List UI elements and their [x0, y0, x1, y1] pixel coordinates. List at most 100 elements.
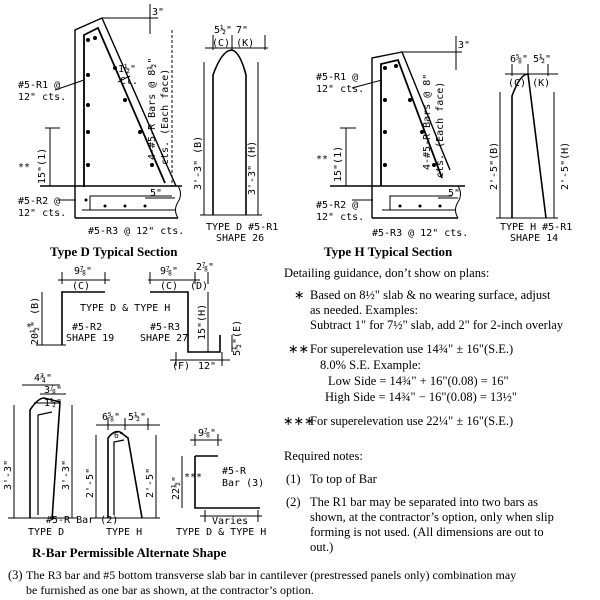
- shape26-k-dim: 7": [236, 25, 248, 36]
- alt-bar3-type-label: TYPE D & TYPE H: [176, 527, 266, 538]
- type-d-h-label: TYPE D & TYPE H: [80, 303, 170, 314]
- alt-type-d-drawing: [8, 384, 78, 521]
- req1-text: To top of Bar: [310, 472, 377, 486]
- req2-line2: shown, at the contractor’s option, only …: [310, 510, 554, 524]
- type-h-star-mark: **: [316, 154, 328, 165]
- caption-alt-shape: R-Bar Permissible Alternate Shape: [32, 545, 227, 560]
- note3-line1: For superelevation use 22¼" ± 16"(S.E.): [310, 414, 514, 428]
- shape19-title-1: #5-R2: [72, 322, 102, 333]
- shape19-b-dim: 20½" (B): [29, 297, 41, 345]
- shape27-f-label: (F): [172, 361, 190, 372]
- type-d-star-dim: 15"(1): [37, 148, 48, 184]
- note2-line4: High Side = 14¾" − 16"(0.08) = 13½": [325, 390, 518, 404]
- type-d-section-drawing: [40, 4, 182, 219]
- type-d-r3-label: #5-R3 @ 12" cts.: [88, 226, 184, 237]
- shape27-d-dim: 2⅞": [196, 261, 214, 273]
- shape-19-drawing: [36, 272, 110, 346]
- alt-d-dim2: 3⅞": [44, 384, 62, 396]
- shape19-c-label: (C): [72, 281, 90, 292]
- shape14-b-dim: 2'-5"(B): [489, 142, 500, 190]
- note2-line2: 8.0% S.E. Example:: [320, 358, 422, 372]
- type-d-clear-label: Cl.: [120, 76, 138, 87]
- type-h-section-drawing: [330, 36, 465, 219]
- alt-d-type-label: TYPE D: [28, 527, 64, 538]
- type-d-r1-spacing: 12" cts.: [18, 92, 66, 103]
- alt-h-dim2: 5½": [128, 411, 146, 423]
- shape-27-drawing: [148, 272, 233, 366]
- shape14-title-2: SHAPE 14: [510, 233, 558, 244]
- shape27-h-dim: 15"(H): [197, 304, 208, 340]
- type-h-r1-label: #5-R1 @: [316, 72, 358, 83]
- shape27-title-1: #5-R3: [150, 322, 180, 333]
- alt-d-dim3: 1½": [44, 397, 62, 409]
- alt-bar3-stars: ***: [184, 472, 202, 483]
- shape27-c-label: (C): [160, 281, 178, 292]
- alt-h-left-dim: 2'-5": [85, 468, 96, 498]
- shape27-e-dim: 5½"(E): [231, 320, 243, 356]
- alt-h-inner: 6": [114, 431, 124, 440]
- type-d-top-dim: 3": [152, 7, 164, 18]
- type-h-bottom-dim: 5": [448, 188, 460, 199]
- alt-bar3-varies: Varies: [212, 516, 248, 527]
- notes-heading: Detailing guidance, don’t show on plans:: [284, 266, 490, 280]
- shape27-c-dim: 9⅞": [160, 265, 178, 277]
- type-d-r1-label: #5-R1 @: [18, 80, 60, 91]
- alt-bar3-top-dim: 9⅞": [198, 427, 216, 439]
- shape14-h-dim: 2'-5"(H): [560, 142, 571, 190]
- type-d-star-mark: **: [18, 162, 30, 173]
- note1-symbol: ∗: [294, 288, 305, 302]
- type-d-r2-label: #5-R2 @: [18, 196, 60, 207]
- type-h-r1-spacing: 12" cts.: [316, 84, 364, 95]
- req1-number: (1): [286, 472, 301, 486]
- req2-line3: forming is not used. (All dimensions are…: [310, 525, 544, 539]
- shape26-c-dim: 5½": [214, 24, 232, 36]
- alt-bar3-label-2: Bar (3): [222, 478, 264, 489]
- alt-d-right-dim: 3'-3": [61, 460, 72, 490]
- shape26-title-2: SHAPE 26: [216, 233, 264, 244]
- req3-line1: The R3 bar and #5 bottom transverse slab…: [26, 568, 517, 582]
- alt-bar3-dim: 22½": [170, 476, 182, 500]
- type-h-r4-spacing: cts. (Each face): [435, 82, 446, 178]
- alt-d-left-dim: 3'-3": [3, 460, 14, 490]
- shape19-title-2: SHAPE 19: [66, 333, 114, 344]
- note1-line2: as needed. Examples:: [310, 303, 418, 317]
- type-h-r3-label: #5-R3 @ 12" cts.: [372, 228, 468, 239]
- alt-type-h-drawing: [90, 418, 160, 519]
- shape27-title-2: SHAPE 27: [140, 333, 188, 344]
- type-d-clear-dim: 1½": [118, 63, 136, 75]
- shape26-h-dim: 3'-3" (H): [247, 141, 258, 195]
- req3-line2: be furnished as one bar as shown, at the…: [26, 583, 314, 597]
- caption-type-d: Type D Typical Section: [50, 244, 178, 259]
- type-h-r2-spacing: 12" cts.: [316, 212, 364, 223]
- note2-line3: Low Side = 14¾" + 16"(0.08) = 16": [328, 374, 509, 388]
- shape-14-drawing: [496, 64, 558, 219]
- shape14-k-dim: 5½": [533, 53, 551, 65]
- type-d-r2-spacing: 12" cts.: [18, 208, 66, 219]
- shape14-title-1: TYPE H #5-R1: [500, 222, 572, 233]
- shape27-d-label: (D): [190, 281, 208, 292]
- shape27-f-dim: 12": [198, 361, 216, 372]
- req2-line1: The R1 bar may be separated into two bar…: [310, 495, 539, 509]
- type-d-r4-spacing: cts. (Each face): [160, 69, 171, 165]
- type-h-r2-label: #5-R2 @: [316, 200, 358, 211]
- req3-number: (3): [8, 568, 23, 582]
- alt-h-right-dim: 2'-5": [145, 468, 156, 498]
- req2-line4: out.): [310, 540, 334, 554]
- alt-bar3-drawing: [181, 434, 262, 522]
- required-heading: Required notes:: [284, 449, 363, 463]
- shape14-labels: (C) (K): [508, 78, 550, 89]
- shape-26-drawing: [200, 35, 268, 216]
- note3-symbol: ∗∗∗: [283, 414, 315, 428]
- alt-h-type-label: TYPE H: [106, 527, 142, 538]
- type-d-r4-label: 4-#5-R Bars @ 8½": [146, 58, 158, 160]
- type-h-top-dim: 3": [458, 40, 470, 51]
- shape19-star: *: [26, 322, 32, 333]
- note1-line3: Subtract 1" for 7½" slab, add 2" for 2-i…: [310, 318, 564, 332]
- type-h-r4-label: 4-#5-R Bars @ 8": [422, 74, 433, 170]
- shape19-c-dim: 9⅞": [74, 265, 92, 277]
- alt-d-bar-label: #5-R Bar (2): [46, 515, 118, 526]
- req2-number: (2): [286, 495, 301, 509]
- alt-bar3-label-1: #5-R: [222, 466, 247, 477]
- caption-type-h: Type H Typical Section: [324, 244, 453, 259]
